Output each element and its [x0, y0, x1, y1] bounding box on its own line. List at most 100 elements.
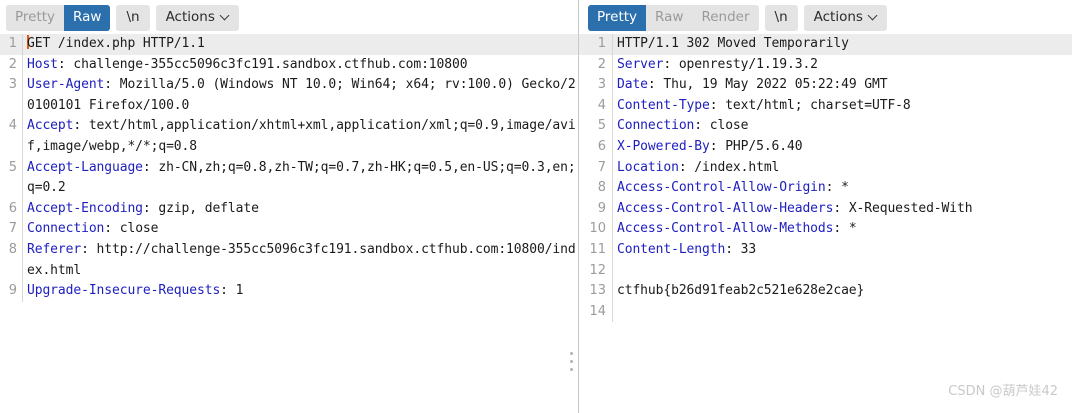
header-name: Host [27, 56, 58, 72]
request-view-mode-group[interactable]: Pretty Raw [6, 4, 111, 32]
gutter-separator [612, 95, 613, 117]
request-newline-button[interactable]: \n [116, 4, 150, 32]
line-content: Access-Control-Allow-Headers: X-Requeste… [613, 199, 1072, 220]
request-code-area[interactable]: 1 GET /index.php HTTP/1.1 2 Host: challenge… [0, 34, 578, 413]
header-value: : zh-CN,zh;q=0.8,zh-TW;q=0.7,zh-HK;q=0.5… [27, 159, 576, 196]
code-line: 13 ctfhub{b26d91feab2c521e628e2cae} [578, 281, 1072, 302]
header-value: : challenge-355cc5096c3fc191.sandbox.ctf… [57, 56, 468, 72]
line-content: Location: /index.html [613, 158, 1072, 179]
response-tab-render[interactable]: Render [692, 4, 759, 32]
line-content: Content-Length: 33 [613, 240, 1072, 261]
gutter-separator [612, 136, 613, 158]
line-content: Content-Type: text/html; charset=UTF-8 [613, 96, 1072, 117]
line-content: Host: challenge-355cc5096c3fc191.sandbox… [23, 55, 578, 76]
header-value: : 33 [725, 241, 757, 257]
request-tab-raw[interactable]: Raw [64, 4, 111, 32]
code-line: 9 Upgrade-Insecure-Requests: 1 [0, 281, 578, 302]
line-content: Accept-Language: zh-CN,zh;q=0.8,zh-TW;q=… [23, 158, 578, 199]
line-content: ctfhub{b26d91feab2c521e628e2cae} [613, 281, 1072, 302]
request-actions-button[interactable]: Actions [155, 4, 239, 32]
line-number: 4 [8, 118, 17, 134]
header-name: X-Powered-By [617, 138, 710, 154]
gutter-separator [22, 54, 23, 76]
line-content: User-Agent: Mozilla/5.0 (Windows NT 10.0… [23, 75, 578, 116]
header-name: Server [617, 56, 664, 72]
code-line: 1 GET /index.php HTTP/1.1 [0, 34, 578, 55]
line-content: Server: openresty/1.19.3.2 [613, 55, 1072, 76]
response-tab-raw[interactable]: Raw [646, 4, 693, 32]
response-newline-button[interactable]: \n [764, 4, 798, 32]
response-actions-label: Actions [813, 8, 863, 25]
header-name: Accept-Encoding [27, 200, 143, 216]
gutter-separator [22, 116, 23, 158]
line-content: Accept-Encoding: gzip, deflate [23, 199, 578, 220]
gutter-separator [612, 281, 613, 302]
request-toolbar: Pretty Raw \n Actions [0, 0, 578, 34]
line-content: Connection: close [613, 116, 1072, 137]
response-view-mode-group[interactable]: Pretty Raw Render [588, 4, 759, 32]
gutter-separator [22, 198, 23, 220]
line-content: HTTP/1.1 302 Moved Temporarily [613, 34, 1072, 55]
code-line: 4 Accept: text/html,application/xhtml+xml… [0, 116, 578, 158]
header-value: : openresty/1.19.3.2 [663, 56, 818, 72]
gutter-separator [22, 281, 23, 302]
header-name: Access-Control-Allow-Origin [617, 180, 826, 196]
header-name: Access-Control-Allow-Methods [617, 221, 834, 237]
line-content: Upgrade-Insecure-Requests: 1 [23, 281, 578, 302]
header-value: : http://challenge-355cc5096c3fc191.sand… [27, 241, 576, 278]
gutter-separator [22, 75, 23, 117]
header-name: Content-Length [617, 241, 726, 257]
header-name: Location [617, 159, 679, 175]
line-number: 2 [8, 56, 17, 72]
header-name: Accept-Language [27, 159, 143, 175]
gutter-separator [22, 219, 23, 240]
line-number: 2 [597, 56, 606, 72]
header-value: : * [833, 221, 857, 237]
line-number: 8 [597, 180, 606, 196]
request-lines: 1 GET /index.php HTTP/1.1 2 Host: challenge… [0, 34, 578, 302]
line-number: 9 [8, 283, 17, 299]
request-actions-label: Actions [165, 8, 215, 25]
gutter-separator [22, 239, 23, 282]
gutter-separator [612, 260, 613, 282]
header-value: : text/html,application/xhtml+xml,applic… [27, 118, 576, 154]
header-value: : Mozilla/5.0 (Windows NT 10.0; Win64; x… [27, 77, 576, 113]
line-number: 14 [589, 303, 606, 319]
line-number: 7 [8, 221, 17, 237]
line-number: 9 [597, 200, 606, 216]
vertical-dots-grip-icon[interactable] [570, 352, 574, 376]
line-number: 4 [597, 97, 606, 113]
text-cursor [27, 35, 29, 49]
response-actions-button[interactable]: Actions [803, 4, 887, 32]
line-number: 1 [0, 34, 22, 55]
code-line: 12 [578, 260, 1072, 282]
request-tab-pretty[interactable]: Pretty [6, 4, 65, 32]
header-name: Date [617, 77, 648, 93]
gutter-separator [612, 34, 613, 55]
gutter-separator [612, 157, 613, 179]
line-number: 13 [589, 283, 606, 299]
csdn-watermark: CSDN @葫芦娃42 [948, 384, 1058, 399]
header-value: : Thu, 19 May 2022 05:22:49 GMT [647, 77, 888, 93]
line-content: Accept: text/html,application/xhtml+xml,… [23, 116, 578, 157]
grip-dot [570, 352, 573, 355]
grip-dot [570, 368, 573, 371]
line-content: GET /index.php HTTP/1.1 [23, 34, 578, 55]
code-line: 4 Content-Type: text/html; charset=UTF-8 [578, 95, 1072, 117]
header-value: GET /index.php HTTP/1.1 [27, 36, 205, 51]
header-value: : PHP/5.6.40 [709, 138, 803, 154]
request-panel: Pretty Raw \n Actions 1 GET /index.php HT… [0, 0, 578, 413]
code-line: 11 Content-Length: 33 [578, 239, 1072, 261]
response-tab-pretty[interactable]: Pretty [588, 4, 647, 32]
line-content: Referer: http://challenge-355cc5096c3fc1… [23, 240, 578, 281]
line-number: 11 [589, 241, 606, 257]
